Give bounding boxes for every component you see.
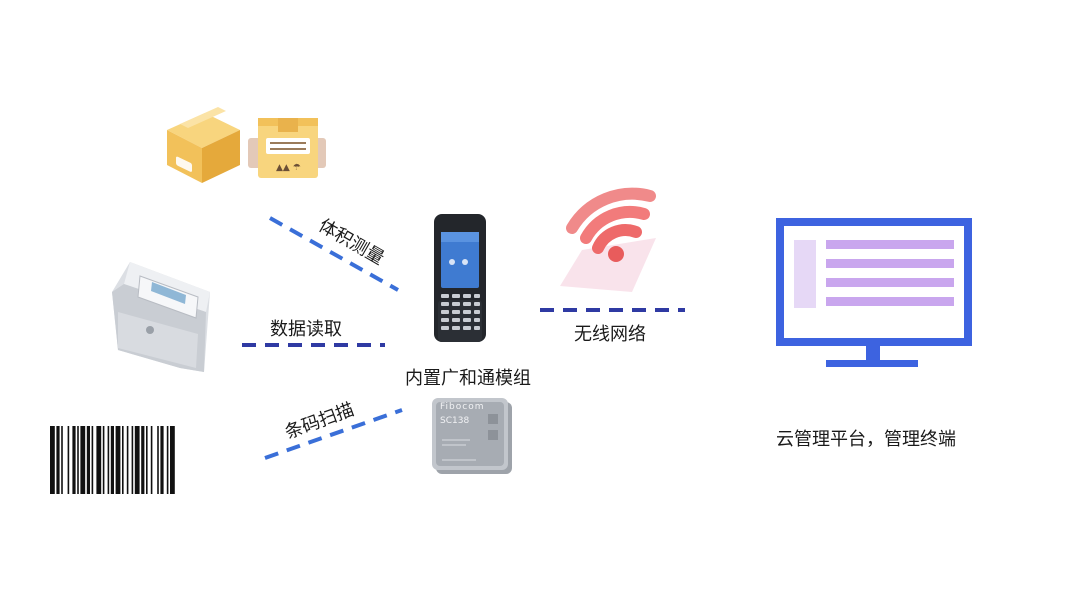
data-read-label: 数据读取 xyxy=(270,319,342,340)
wireless-network-label: 无线网络 xyxy=(574,324,646,345)
module-brand-text: Fibocom xyxy=(440,402,485,412)
volume-connector xyxy=(269,216,399,292)
builtin-module-label: 内置广和通模组 xyxy=(405,368,531,389)
monitor-icon xyxy=(776,218,972,367)
shipping-box-icon: ▲▲ ☂ xyxy=(248,118,326,178)
communication-module-icon xyxy=(432,398,512,474)
barcode-icon xyxy=(50,426,175,494)
package-box-icon xyxy=(167,107,240,183)
wifi-icon xyxy=(560,187,656,292)
handheld-scanner-icon xyxy=(434,214,486,342)
electric-meter-icon xyxy=(112,262,210,372)
cloud-platform-label: 云管理平台，管理终端 xyxy=(776,429,956,450)
module-model-text: SC138 xyxy=(440,416,470,426)
barcode-connector xyxy=(264,408,403,460)
svg-text:▲▲ ☂: ▲▲ ☂ xyxy=(276,163,301,173)
